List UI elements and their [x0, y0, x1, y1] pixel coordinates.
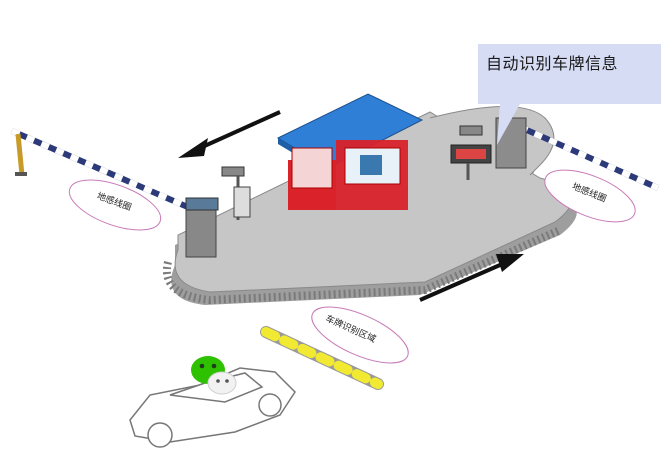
car-outline — [129, 367, 296, 448]
camera-left — [221, 166, 251, 220]
wechat-icon — [191, 356, 237, 395]
direction-arrow — [178, 110, 524, 302]
callout-tail — [497, 104, 520, 145]
camera-right — [450, 125, 492, 180]
callout-box: 自动识别车牌信息 — [478, 44, 661, 104]
callout-text: 自动识别车牌信息 — [486, 54, 619, 73]
loop-right-marker: 地感线圈 — [544, 169, 636, 223]
left-barrier-gate — [10, 128, 219, 258]
toll-booth — [276, 93, 424, 210]
speed-bump — [260, 326, 384, 390]
plate-zone-marker: 车牌识别区域 — [311, 306, 409, 364]
loop-left-marker: 地感线圈 — [68, 179, 162, 231]
